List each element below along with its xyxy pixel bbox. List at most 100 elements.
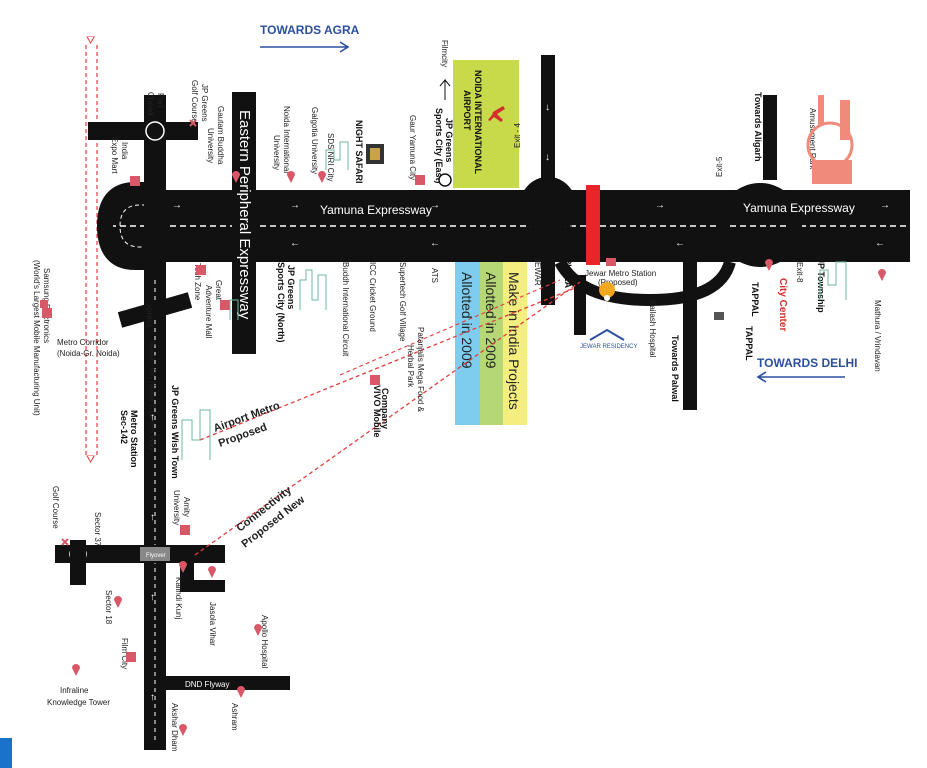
building-icon xyxy=(126,652,136,662)
map-pin-icon xyxy=(254,624,262,636)
jewar-metro-label: Jewar Metro Station xyxy=(585,269,656,278)
svg-text:Gautam Buddha: Gautam Buddha xyxy=(216,106,225,165)
svg-text:City Center: City Center xyxy=(777,278,788,331)
svg-text:Film City: Film City xyxy=(120,638,129,669)
svg-text:VIVO Mobile: VIVO Mobile xyxy=(372,385,382,438)
svg-text:→: → xyxy=(172,200,182,211)
svg-text:Sec-142: Sec-142 xyxy=(119,410,129,444)
jewar-spur xyxy=(574,275,586,335)
map-pin-icon xyxy=(318,171,326,183)
svg-text:Golf Course: Golf Course xyxy=(190,80,199,123)
svg-text:University: University xyxy=(206,128,215,163)
map-pin-icon xyxy=(114,596,122,608)
svg-text:Supertech Golf Village: Supertech Golf Village xyxy=(398,262,407,342)
xpress-label: xpress xyxy=(145,304,154,328)
svg-text:Kalindi Kunj: Kalindi Kunj xyxy=(174,577,183,619)
svg-text:Amusement Park: Amusement Park xyxy=(808,108,817,170)
filmcity-label: Filmcity xyxy=(440,40,449,67)
landmark-labels: Pari Chowk JP Greens Golf Course India E… xyxy=(32,80,882,752)
svg-text:←: ← xyxy=(875,238,885,249)
flyover-label: Flyover xyxy=(146,553,166,559)
svg-text:Sector 37: Sector 37 xyxy=(93,512,102,547)
skyline-graphic xyxy=(181,141,847,460)
noida-expressway xyxy=(144,95,166,750)
metro-corridor-bottom-marker: ⛛ xyxy=(86,454,95,466)
dnd-flyway-label: DND Flyway xyxy=(185,680,229,689)
svg-text:Pari: Pari xyxy=(156,93,165,107)
golf-flag-icon xyxy=(189,119,197,127)
svg-text:Chowk: Chowk xyxy=(146,92,155,117)
pari-chowk-road xyxy=(88,122,198,140)
map-pin-icon xyxy=(287,171,295,183)
building-icon xyxy=(196,265,206,275)
svg-text:Patanjalis Mega Food &: Patanjalis Mega Food & xyxy=(416,327,425,413)
map-pin-icon xyxy=(208,566,216,578)
pari-chowk-roundabout xyxy=(145,121,165,141)
svg-text:←: ← xyxy=(675,238,685,249)
lane-arrows: →→→ →→ ←←←← ↑↑↑↑ ↓↓ xyxy=(150,102,890,703)
svg-text:Herbal Park: Herbal Park xyxy=(406,345,415,388)
palwal-road xyxy=(683,262,697,410)
building-icon xyxy=(220,300,230,310)
svg-text:→: → xyxy=(880,200,890,211)
yamuna-west-loop-dash xyxy=(119,204,160,248)
svg-text:Kailash Hospital: Kailash Hospital xyxy=(648,300,657,358)
svg-text:Sector 18: Sector 18 xyxy=(104,590,113,625)
svg-text:Expo Mart: Expo Mart xyxy=(110,137,119,174)
jewar-metro-proposed: (Proposed) xyxy=(598,278,638,287)
residency-logo-icon xyxy=(589,328,625,341)
noida-expressway-label: Noida - Gr. Noida Express Way xyxy=(148,340,157,451)
svg-text:Great: Great xyxy=(214,280,223,301)
svg-text:Company: Company xyxy=(380,388,390,429)
dnd-flyway xyxy=(160,676,290,690)
golf-flag-icon xyxy=(61,538,69,546)
map-pin-icon xyxy=(878,269,886,281)
proposed-airport-metro-line xyxy=(199,287,576,441)
location-pin-dot xyxy=(604,295,610,301)
towards-aligarh-label: Towards Aligarh xyxy=(753,92,763,162)
building-icon xyxy=(180,525,190,535)
svg-text:↑: ↑ xyxy=(150,592,155,603)
building-icon xyxy=(370,375,380,385)
svg-text:Knowledge Tower: Knowledge Tower xyxy=(47,698,110,707)
svg-text:↑: ↑ xyxy=(150,692,155,703)
svg-text:→: → xyxy=(290,200,300,211)
svg-text:Gaur Yamuna City: Gaur Yamuna City xyxy=(408,115,417,180)
towards-delhi-arrow xyxy=(756,371,845,383)
yamuna-label-west: Yamuna Expressway xyxy=(320,203,432,217)
band-allotted-blue xyxy=(455,253,480,425)
towards-agra-label: TOWARDS AGRA xyxy=(260,23,360,37)
airport-label-line1: NOIDA INTERNATIONAL xyxy=(473,70,483,174)
building-icon xyxy=(130,176,140,186)
svg-text:(Noida-Gr. Noida): (Noida-Gr. Noida) xyxy=(57,349,120,358)
svg-text:SDS NRI City: SDS NRI City xyxy=(326,133,335,181)
svg-text:→: → xyxy=(655,200,665,211)
svg-text:ICC Cricket Ground: ICC Cricket Ground xyxy=(368,262,377,332)
metro-corridor-top-marker: ⛛ xyxy=(86,35,95,47)
svg-text:JP Township: JP Township xyxy=(816,258,826,313)
night-safari-icon-inner xyxy=(370,148,380,160)
exit4-interchange xyxy=(520,177,576,233)
eastern-peripheral-expressway xyxy=(232,92,256,354)
eastern-peripheral-label: Eastern Peripheral Expressway xyxy=(236,110,253,320)
svg-text:Amity: Amity xyxy=(182,497,191,517)
band-make-in-india-label: Make in India Projects xyxy=(506,272,522,410)
diagonal-link-road xyxy=(117,292,193,328)
svg-text:Golf Course: Golf Course xyxy=(51,486,60,529)
towards-palwal-label: Towards Palwal xyxy=(670,335,680,402)
svg-text:Galgotia University: Galgotia University xyxy=(310,107,319,174)
proposed-connectivity-line xyxy=(194,281,581,556)
flyover-box xyxy=(140,547,170,561)
towards-delhi-label: TOWARDS DELHI xyxy=(757,356,857,370)
sector37-spur xyxy=(70,540,86,585)
svg-text:Akshar Dham: Akshar Dham xyxy=(170,703,179,752)
band-make-in-india xyxy=(502,253,527,425)
svg-text:JP Greens: JP Greens xyxy=(200,84,209,122)
map-pin-icon xyxy=(72,664,80,676)
map-pin-icon xyxy=(237,686,245,698)
landmark-icons xyxy=(42,171,886,736)
proposed-link-line xyxy=(339,279,561,376)
svg-text:Tech Zone: Tech Zone xyxy=(193,263,202,301)
filmcity-arrow xyxy=(439,78,451,100)
svg-text:Sports City (East): Sports City (East) xyxy=(434,108,444,184)
